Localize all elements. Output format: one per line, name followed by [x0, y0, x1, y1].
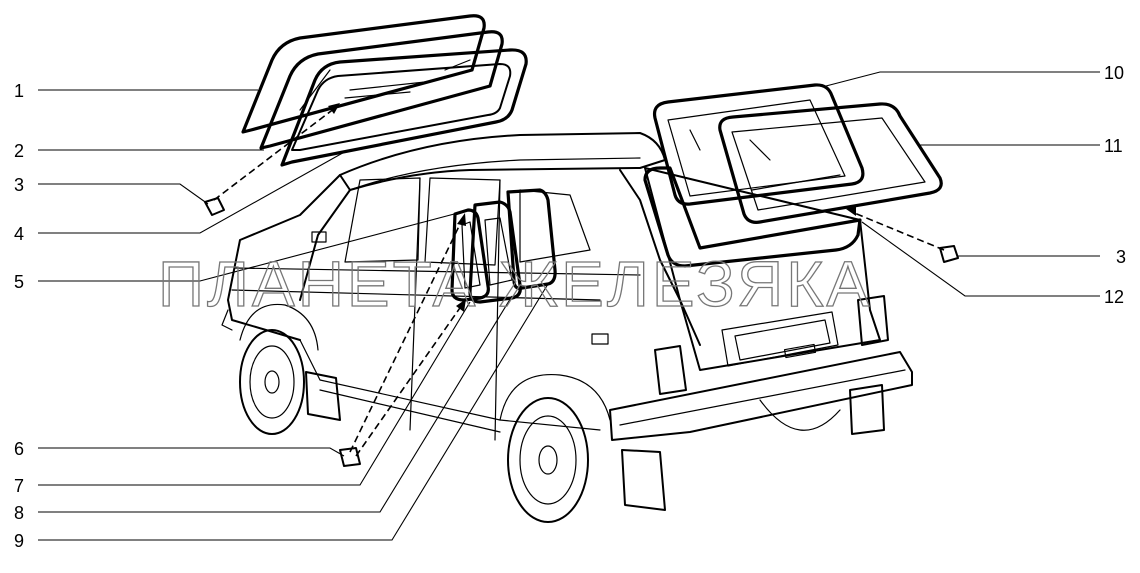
clip-right: [939, 245, 959, 263]
callout-3-left: 3: [14, 175, 24, 195]
rear-side-window-seal-outer: [241, 14, 486, 134]
rear-side-window-seal-inner: [259, 30, 504, 150]
tailgate-glass-frame: [643, 166, 862, 268]
quarter-glass-frame: [450, 208, 490, 302]
callout-11: 11: [1104, 136, 1123, 156]
tailgate-glass-assembly: [643, 83, 943, 268]
callout-8: 8: [14, 503, 24, 523]
side-glass-assembly: [241, 14, 528, 167]
tailgate-glass: [718, 102, 943, 224]
callout-10: 10: [1104, 63, 1124, 83]
callout-7: 7: [14, 476, 24, 496]
quarter-seal-outer: [506, 188, 557, 290]
callout-4: 4: [14, 224, 24, 244]
callout-9: 9: [14, 531, 24, 551]
callout-5: 5: [14, 272, 24, 292]
quarter-glass-assembly: [450, 188, 557, 304]
tailgate-glass-seal-rear: [652, 83, 865, 206]
clip-lower: [339, 447, 361, 467]
leader-lines: [38, 71, 1100, 541]
callout-1: 1: [14, 81, 24, 101]
vehicle-body: [221, 132, 913, 523]
callout-2: 2: [14, 141, 24, 161]
watermark: ПЛАНЕТА ЖЕЛЕЗЯКА: [158, 248, 872, 320]
assembly-arrows: [213, 103, 945, 457]
rear-side-window-frame: [280, 48, 528, 167]
callout-3-right: 3: [1116, 247, 1126, 267]
callout-6: 6: [14, 439, 24, 459]
callouts: 1 2 3 4 5 6 7 8 9 10 11 3 12: [14, 63, 1126, 551]
callout-12: 12: [1104, 287, 1124, 307]
